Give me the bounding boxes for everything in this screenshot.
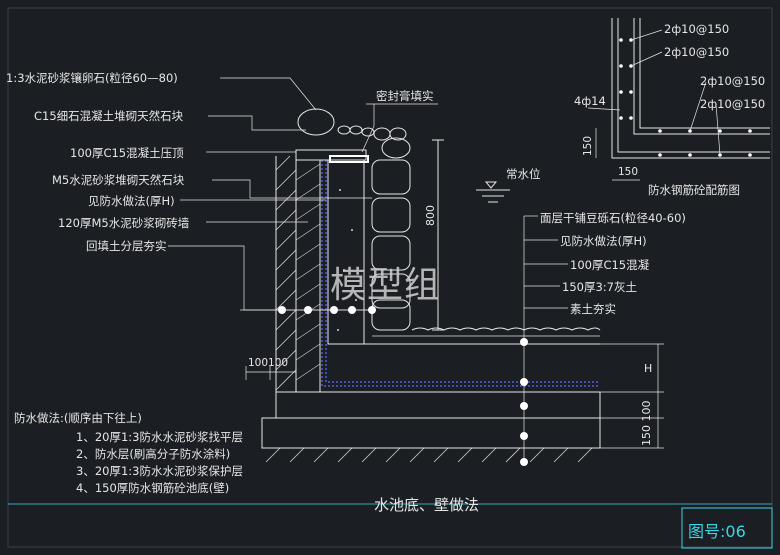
leaders-left <box>168 77 372 311</box>
seal-leader <box>361 103 375 153</box>
section-wall <box>261 108 601 463</box>
leaders-right <box>523 215 568 462</box>
figure-number-box <box>681 507 773 549</box>
leader-dots-right <box>520 338 528 466</box>
dims-right <box>600 343 664 449</box>
leader-dots-left <box>278 306 376 314</box>
dims-bottom-left <box>245 366 297 380</box>
rebar-detail <box>587 18 770 181</box>
drawing-border <box>7 7 773 548</box>
